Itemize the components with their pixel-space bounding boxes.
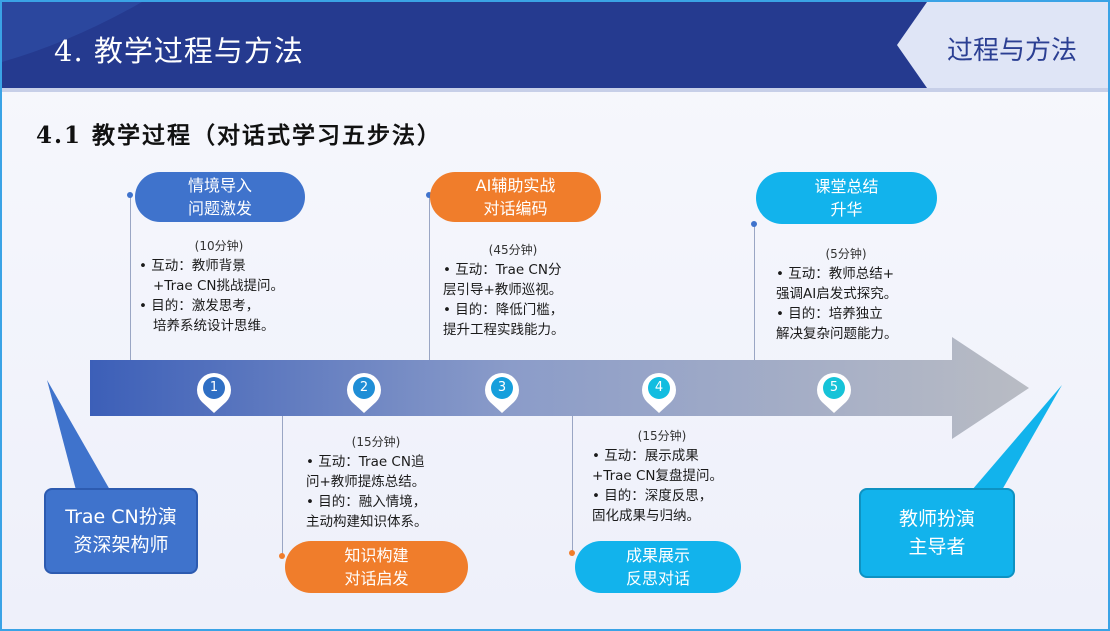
connector-line-1 <box>130 195 131 360</box>
connector-line-4 <box>572 416 573 556</box>
step-1-line-4: 培养系统设计思维。 <box>153 318 275 334</box>
header-swoosh <box>2 2 142 62</box>
step-4-line-3: • 目的：深度反思， <box>592 488 713 504</box>
step-5-pill-line-1: 课堂总结 <box>814 177 879 196</box>
header-tag-bg <box>897 2 1108 88</box>
step-5-pill: 课堂总结 升华 <box>756 172 937 224</box>
step-3-line-2: 层引导+教师巡视。 <box>443 282 563 298</box>
marker-5 <box>816 372 851 413</box>
connector-dot-2 <box>279 553 285 559</box>
step-3-pill-line-1: AI辅助实战 <box>475 176 556 195</box>
step-2-duration: (15分钟) <box>351 435 401 449</box>
step-1-text: (10分钟) • 互动：教师背景 +Trae CN挑战提问。 • 目的：激发思考… <box>139 236 319 336</box>
step-4-line-1: • 互动：展示成果 <box>592 448 699 464</box>
step-5-line-1: • 互动：教师总结+ <box>776 266 895 282</box>
step-4-pill-line-1: 成果展示 <box>625 546 690 565</box>
header-underline <box>2 88 1108 92</box>
step-2-line-1: • 互动：Trae CN追 <box>306 454 425 470</box>
connector-dot-3 <box>426 192 432 198</box>
step-2-line-4: 主动构建知识体系。 <box>306 514 428 530</box>
step-3-duration: (45分钟) <box>488 243 538 257</box>
marker-4 <box>641 372 676 413</box>
step-5-duration: (5分钟) <box>825 247 867 261</box>
step-1-line-3: • 目的：激发思考， <box>139 298 260 314</box>
step-2-pill-line-1: 知识构建 <box>344 546 409 565</box>
step-5-pill-line-2: 升华 <box>830 200 863 219</box>
step-2-pill-line-2: 对话启发 <box>344 569 409 588</box>
step-2-line-2: 问+教师提炼总结。 <box>306 474 426 490</box>
connector-line-2 <box>282 416 283 556</box>
section-tag: 过程与方法 <box>947 36 1078 66</box>
step-3-pill-line-2: 对话编码 <box>483 199 548 218</box>
marker-number-4: 4 <box>654 380 664 395</box>
marker-1 <box>197 372 232 413</box>
connector-dot-4 <box>569 550 575 556</box>
step-3-pill: AI辅助实战 对话编码 <box>430 172 601 222</box>
step-4-pill: 成果展示 反思对话 <box>575 541 741 593</box>
marker-number-1: 1 <box>209 380 219 395</box>
step-4-duration: (15分钟) <box>637 429 687 443</box>
connector-dot-1 <box>127 192 133 198</box>
step-4-line-4: 固化成果与归纳。 <box>592 508 700 524</box>
role-box-right: 教师扮演 主导者 <box>859 488 1015 578</box>
marker-number-2: 2 <box>359 380 369 395</box>
step-4-line-2: +Trae CN复盘提问。 <box>592 468 724 484</box>
step-3-line-1: • 互动：Trae CN分 <box>443 262 562 278</box>
step-5-line-4: 解决复杂问题能力。 <box>776 326 898 342</box>
connector-dot-5 <box>751 221 757 227</box>
role-box-left: Trae CN扮演 资深架构师 <box>44 488 198 574</box>
step-1-duration: (10分钟) <box>194 239 244 253</box>
step-1-pill-line-1: 情境导入 <box>187 176 252 195</box>
timeline-arrow <box>90 337 1029 439</box>
step-1-pill: 情境导入 问题激发 <box>135 172 305 222</box>
page-title: 4. 教学过程与方法 <box>54 34 304 68</box>
step-1-line-1: • 互动：教师背景 <box>139 258 246 274</box>
connector-line-5 <box>754 224 755 360</box>
step-5-line-2: 强调AI启发式探究。 <box>776 286 898 302</box>
step-1-pill-line-2: 问题激发 <box>187 199 252 218</box>
step-3-line-4: 提升工程实践能力。 <box>443 322 565 338</box>
step-2-text: (15分钟) • 互动：Trae CN追 问+教师提炼总结。 • 目的：融入情境… <box>306 432 481 532</box>
role-left-line-1: Trae CN扮演 <box>65 506 177 528</box>
step-2-line-3: • 目的：融入情境， <box>306 494 427 510</box>
right-callout-tail <box>972 385 1062 490</box>
section-title: 4.1 教学过程（对话式学习五步法） <box>36 122 443 149</box>
role-right-line-2: 主导者 <box>908 536 966 558</box>
marker-3 <box>485 372 520 413</box>
marker-number-3: 3 <box>497 380 507 395</box>
step-2-pill: 知识构建 对话启发 <box>285 541 468 593</box>
role-right-line-1: 教师扮演 <box>898 508 975 530</box>
step-3-line-3: • 目的：降低门槛， <box>443 302 564 318</box>
step-1-line-2: +Trae CN挑战提问。 <box>153 278 285 294</box>
step-4-pill-line-2: 反思对话 <box>625 569 690 588</box>
marker-2 <box>347 372 381 413</box>
marker-number-5: 5 <box>829 380 839 395</box>
step-5-line-3: • 目的：培养独立 <box>776 306 883 322</box>
connector-line-3 <box>429 195 430 360</box>
step-5-text: (5分钟) • 互动：教师总结+ 强调AI启发式探究。 • 目的：培养独立 解决… <box>776 244 946 344</box>
step-3-text: (45分钟) • 互动：Trae CN分 层引导+教师巡视。 • 目的：降低门槛… <box>443 240 613 340</box>
step-4-text: (15分钟) • 互动：展示成果 +Trae CN复盘提问。 • 目的：深度反思… <box>592 426 767 526</box>
left-callout-tail <box>47 380 110 490</box>
role-left-line-2: 资深架构师 <box>73 534 169 556</box>
